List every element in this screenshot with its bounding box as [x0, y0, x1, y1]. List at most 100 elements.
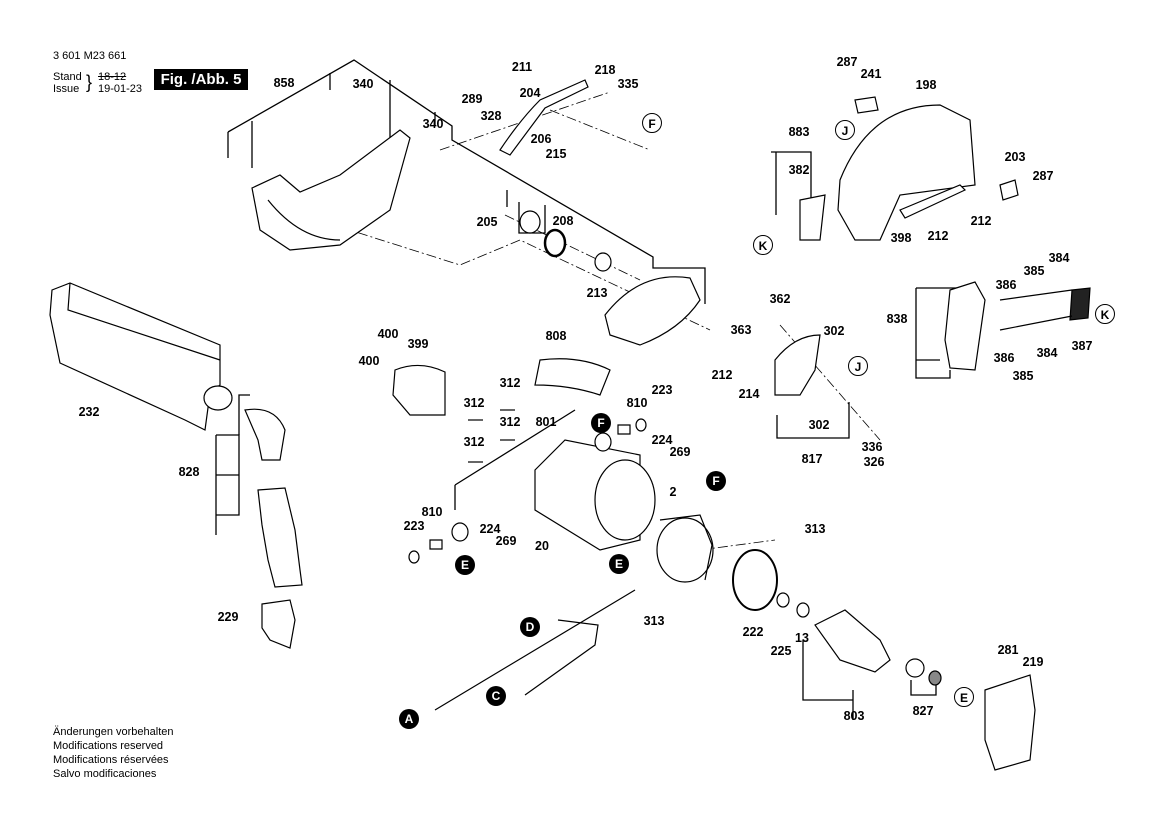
connector-marker: J — [848, 356, 868, 376]
part-label: 208 — [552, 214, 574, 228]
part-label: 214 — [738, 387, 760, 401]
issue-date: 19-01-23 — [98, 83, 143, 95]
stand-date-struck: 18-12 — [98, 71, 127, 83]
stand-label: Stand — [53, 71, 82, 83]
part-label: 312 — [499, 376, 521, 390]
part-label: 20 — [535, 539, 549, 553]
part-label: 363 — [730, 323, 752, 337]
part-label: 225 — [770, 644, 792, 658]
part-label: 224 — [479, 522, 501, 536]
part-label: 400 — [358, 354, 380, 368]
part-label: 386 — [993, 351, 1015, 365]
connector-marker: F — [706, 471, 726, 491]
connector-marker: K — [1095, 304, 1115, 324]
part-label: 335 — [617, 77, 639, 91]
part-label: 384 — [1036, 346, 1058, 360]
part-label: 362 — [769, 292, 791, 306]
issue-label: Issue — [53, 83, 80, 95]
part-label: 398 — [890, 231, 912, 245]
part-label: 204 — [519, 86, 541, 100]
connector-marker: E — [954, 687, 974, 707]
part-label: 212 — [970, 214, 992, 228]
part-label: 803 — [843, 709, 865, 723]
part-label: 198 — [915, 78, 937, 92]
part-label: 302 — [823, 324, 845, 338]
part-label: 828 — [178, 465, 200, 479]
part-label: 2 — [669, 485, 677, 499]
connector-marker: D — [520, 617, 540, 637]
connector-marker: F — [642, 113, 662, 133]
part-label: 386 — [995, 278, 1017, 292]
part-label: 287 — [1032, 169, 1054, 183]
part-label: 312 — [499, 415, 521, 429]
part-label: 211 — [511, 60, 533, 74]
part-label: 340 — [352, 77, 374, 91]
part-label: 827 — [912, 704, 934, 718]
modification-notes: Änderungen vorbehalten Modifications res… — [53, 725, 173, 781]
part-label: 312 — [463, 435, 485, 449]
part-label: 382 — [788, 163, 810, 177]
part-label: 269 — [495, 534, 517, 548]
part-label: 384 — [1048, 251, 1070, 265]
part-label: 808 — [545, 329, 567, 343]
part-label: 232 — [78, 405, 100, 419]
part-label: 224 — [651, 433, 673, 447]
note-es: Salvo modificaciones — [53, 768, 157, 780]
part-label: 328 — [480, 109, 502, 123]
part-label: 241 — [860, 67, 882, 81]
part-label: 400 — [377, 327, 399, 341]
connector-marker: A — [399, 709, 419, 729]
part-label: 213 — [586, 286, 608, 300]
part-label: 858 — [273, 76, 295, 90]
part-label: 229 — [217, 610, 239, 624]
part-label: 336 — [861, 440, 883, 454]
part-label: 810 — [421, 505, 443, 519]
part-label: 312 — [463, 396, 485, 410]
note-en: Modifications reserved — [53, 740, 164, 752]
part-label: 387 — [1071, 339, 1093, 353]
part-label: 205 — [476, 215, 498, 229]
part-label: 883 — [788, 125, 810, 139]
part-label: 287 — [836, 55, 858, 69]
part-label: 13 — [795, 631, 809, 645]
part-label: 203 — [1004, 150, 1026, 164]
connector-marker: K — [753, 235, 773, 255]
leader-lines — [216, 60, 959, 720]
part-label: 313 — [643, 614, 665, 628]
part-label: 223 — [403, 519, 425, 533]
figure-label: Fig. /Abb. 5 — [154, 69, 248, 90]
note-fr: Modifications réservées — [53, 754, 169, 766]
part-label: 385 — [1023, 264, 1045, 278]
part-label: 212 — [927, 229, 949, 243]
part-label: 399 — [407, 337, 429, 351]
part-label: 222 — [742, 625, 764, 639]
part-label: 289 — [461, 92, 483, 106]
part-label: 326 — [863, 455, 885, 469]
part-label: 212 — [711, 368, 733, 382]
part-label: 817 — [801, 452, 823, 466]
connector-marker: J — [835, 120, 855, 140]
part-label: 340 — [422, 117, 444, 131]
part-label: 281 — [997, 643, 1019, 657]
document-number: 3 601 M23 661 — [53, 50, 127, 62]
part-label: 206 — [530, 132, 552, 146]
part-label: 810 — [626, 396, 648, 410]
part-label: 215 — [545, 147, 567, 161]
connector-marker: E — [609, 554, 629, 574]
brace: } — [86, 72, 93, 92]
connector-marker: F — [591, 413, 611, 433]
part-label: 269 — [669, 445, 691, 459]
part-label: 223 — [651, 383, 673, 397]
part-label: 385 — [1012, 369, 1034, 383]
part-shapes — [50, 80, 1090, 770]
note-de: Änderungen vorbehalten — [53, 726, 174, 738]
bracket-858 — [228, 60, 705, 304]
part-label: 801 — [535, 415, 557, 429]
part-label: 313 — [804, 522, 826, 536]
part-label: 302 — [808, 418, 830, 432]
part-label: 219 — [1022, 655, 1044, 669]
part-label: 218 — [594, 63, 616, 77]
part-label: 838 — [886, 312, 908, 326]
connector-marker: C — [486, 686, 506, 706]
